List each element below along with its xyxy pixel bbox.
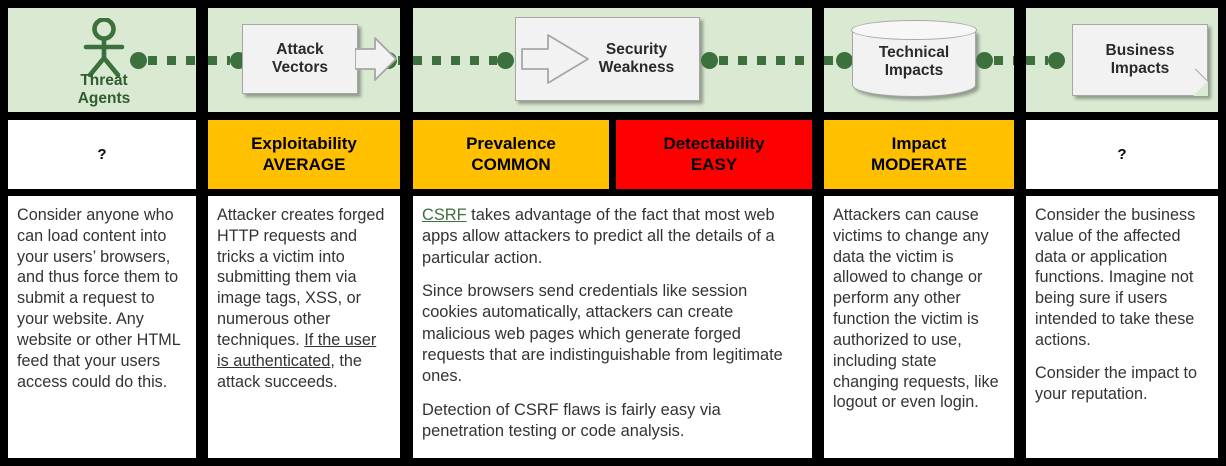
flow-cell-business-impacts: Business Impacts bbox=[1026, 8, 1218, 112]
rating-business-impacts: ? bbox=[1026, 120, 1218, 189]
connector-dot bbox=[497, 52, 514, 69]
description-paragraph-1: Consider the business value of the affec… bbox=[1035, 206, 1196, 349]
arrow-right-icon bbox=[521, 34, 589, 84]
shape-technical-impacts: Technical Impacts bbox=[851, 20, 977, 97]
rating-detectability: Detectability EASY bbox=[616, 120, 812, 189]
description-technical-impacts: Attackers can cause victims to change an… bbox=[824, 196, 1014, 458]
description-part-2: , the attack succeeds. bbox=[217, 351, 362, 391]
rating-title: Detectability bbox=[663, 134, 765, 154]
rating-value: COMMON bbox=[471, 154, 551, 174]
rating-question-mark: ? bbox=[1117, 145, 1127, 163]
connector-dotted-line bbox=[413, 56, 497, 65]
document-fold-corner-icon bbox=[1193, 81, 1208, 96]
flow-cell-threat-agents: Threat Agents bbox=[8, 8, 196, 112]
rating-title: Exploitability bbox=[251, 134, 357, 154]
connector-dotted-line bbox=[824, 56, 834, 65]
rating-value: MODERATE bbox=[870, 154, 967, 174]
description-business-impacts: Consider the business value of the affec… bbox=[1026, 196, 1218, 458]
flow-label-technical-impacts: Technical Impacts bbox=[878, 43, 950, 79]
connector-dot bbox=[1048, 52, 1065, 69]
rating-threat-agents: ? bbox=[8, 120, 196, 189]
flow-cell-attack-vectors: Attack Vectors bbox=[208, 8, 400, 112]
threat-agent-person-icon bbox=[83, 18, 125, 78]
rating-title: Prevalence bbox=[466, 134, 556, 154]
description-part-1: Attacker creates forged HTTP requests an… bbox=[217, 206, 385, 349]
connector-dotted-line bbox=[208, 56, 230, 65]
rating-value: AVERAGE bbox=[262, 154, 346, 174]
rating-question-mark: ? bbox=[97, 145, 107, 163]
shape-attack-vectors: Attack Vectors bbox=[242, 24, 397, 94]
connector-dot bbox=[836, 52, 853, 69]
description-paragraph-1-rest: takes advantage of the fact that most we… bbox=[422, 206, 775, 267]
connector-dotted-line bbox=[148, 56, 196, 65]
description-paragraph-1: CSRF takes advantage of the fact that mo… bbox=[422, 205, 804, 269]
rating-value: EASY bbox=[690, 154, 738, 174]
connector-dotted-line bbox=[1026, 56, 1048, 65]
flow-cell-security-weakness: Security Weakness bbox=[413, 8, 812, 112]
description-text: Attacker creates forged HTTP requests an… bbox=[217, 205, 392, 392]
description-paragraph-2: Since browsers send credentials like ses… bbox=[422, 281, 783, 386]
description-attack-vectors: Attacker creates forged HTTP requests an… bbox=[208, 196, 400, 458]
flow-label-threat-agents: Threat Agents bbox=[77, 72, 131, 107]
description-threat-agents: Consider anyone who can load content int… bbox=[8, 196, 196, 458]
flow-cell-technical-impacts: Technical Impacts bbox=[824, 8, 1014, 112]
rating-exploitability: Exploitability AVERAGE bbox=[208, 120, 400, 189]
connector-dotted-line bbox=[994, 56, 1014, 65]
flow-label-business-impacts: Business Impacts bbox=[1105, 41, 1175, 77]
connector-dotted-line bbox=[719, 56, 812, 65]
shape-business-impacts: Business Impacts bbox=[1072, 24, 1208, 96]
connector-dot bbox=[130, 52, 147, 69]
cylinder-top-ellipse bbox=[851, 20, 977, 41]
shape-security-weakness: Security Weakness bbox=[515, 17, 700, 101]
description-security-weakness: CSRF takes advantage of the fact that mo… bbox=[413, 196, 812, 458]
rating-title: Impact bbox=[891, 134, 947, 154]
description-paragraph-2: Consider the impact to your reputation. bbox=[1035, 363, 1197, 403]
document-fold-line bbox=[1194, 68, 1207, 81]
rating-prevalence: Prevalence COMMON bbox=[413, 120, 609, 189]
description-text: Consider anyone who can load content int… bbox=[17, 206, 181, 391]
connector-dotted-line bbox=[398, 56, 400, 65]
flow-label-attack-vectors: Attack Vectors bbox=[271, 40, 328, 76]
csrf-link[interactable]: CSRF bbox=[422, 206, 467, 224]
connector-dot bbox=[701, 52, 718, 69]
description-text: Attackers can cause victims to change an… bbox=[833, 206, 999, 412]
description-underlined-phrase: If the user is authenticated bbox=[217, 330, 377, 370]
description-paragraph-3: Detection of CSRF flaws is fairly easy v… bbox=[422, 400, 721, 440]
flow-label-security-weakness: Security Weakness bbox=[598, 40, 675, 76]
rating-impact: Impact MODERATE bbox=[824, 120, 1014, 189]
connector-dot bbox=[976, 52, 993, 69]
arrow-right-icon bbox=[355, 37, 397, 81]
